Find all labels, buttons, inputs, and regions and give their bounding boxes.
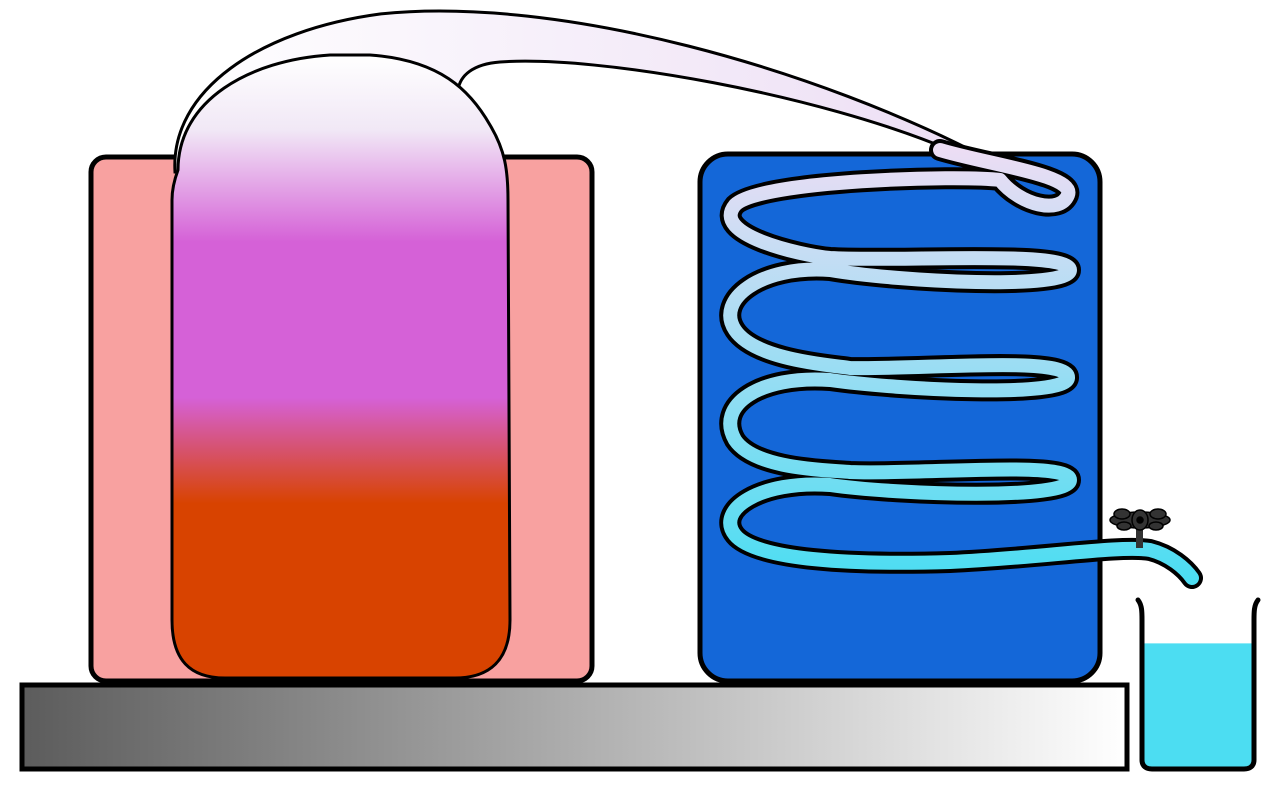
beaker-wall	[1135, 597, 1261, 772]
condenser-coil	[719, 139, 1203, 589]
collection-beaker	[1135, 597, 1261, 772]
boiling-flask	[170, 53, 512, 680]
distillate	[1142, 643, 1254, 769]
valve	[1109, 508, 1171, 548]
base-platform	[19, 682, 1130, 772]
